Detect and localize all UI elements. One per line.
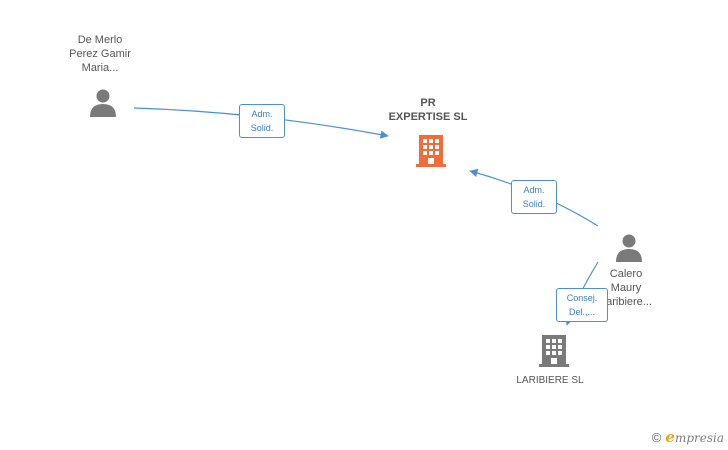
person-1-name-line-2: Perez Gamir: [69, 48, 131, 60]
company-node-label-main[interactable]: PR EXPERTISE SL: [368, 96, 488, 124]
edge-badge-1[interactable]: Adm. Solid.: [239, 104, 285, 138]
person-node-label-1[interactable]: De Merlo Perez Gamir Maria...: [55, 33, 145, 75]
copyright-symbol: ©: [651, 429, 662, 445]
edge-2-role-line-1: Adm.: [523, 185, 545, 195]
person-icon[interactable]: [614, 233, 644, 263]
edge-badge-3[interactable]: Consej. Del.,...: [556, 288, 608, 322]
company-node-label-secondary[interactable]: LARIBIERE SL: [500, 374, 600, 388]
person-icon[interactable]: [88, 88, 118, 118]
brand-footer: © empresia: [652, 428, 724, 446]
edge-3-role-line-1: Consej.: [566, 293, 598, 303]
brand-logo-first: e: [665, 428, 675, 446]
edge-1-role-line-1: Adm.: [251, 109, 273, 119]
person-2-name-line-1: Calero: [609, 268, 643, 280]
edge-2-role-line-2: Solid.: [522, 199, 546, 209]
edge-1-role-line-2: Solid.: [250, 123, 274, 133]
brand-logo-rest: mpresia: [674, 431, 724, 445]
person-2-name-line-3: Laribiere...: [600, 296, 652, 308]
person-1-name-line-1: De Merlo: [77, 34, 123, 46]
company-main-name-line-2: EXPERTISE SL: [388, 111, 468, 123]
person-1-name-line-3: Maria...: [81, 62, 119, 74]
person-2-name-line-2: Maury: [610, 282, 642, 294]
company-2-name: LARIBIERE SL: [516, 375, 584, 386]
building-icon-main[interactable]: [415, 134, 447, 168]
edge-badge-2[interactable]: Adm. Solid.: [511, 180, 557, 214]
brand-logo[interactable]: empresia: [665, 428, 724, 446]
building-icon-secondary[interactable]: [538, 334, 570, 368]
company-main-name-line-1: PR: [420, 97, 436, 109]
edge-3-role-line-2: Del.,...: [568, 307, 595, 317]
person-node-label-2[interactable]: Calero Maury Laribiere...: [586, 267, 666, 309]
